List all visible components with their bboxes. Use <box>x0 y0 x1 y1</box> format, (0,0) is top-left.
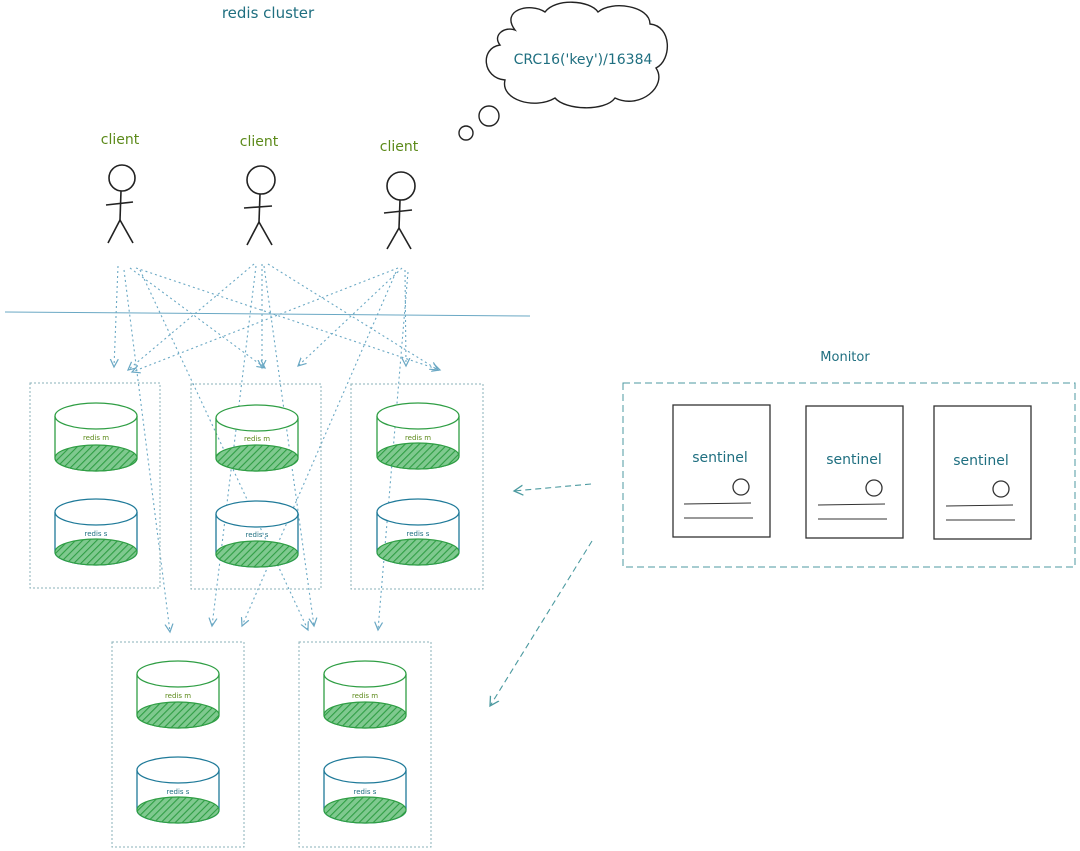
redis-master-icon: redis m <box>215 404 299 472</box>
redis-slave-label: redis s <box>85 530 108 538</box>
arrow <box>129 267 265 368</box>
monitor-group: Monitor sentinel sentinel sentinel <box>622 350 1076 568</box>
redis-master-icon: redis m <box>54 402 138 472</box>
diagram-title: redis cluster <box>222 4 315 22</box>
redis-master-label: redis m <box>244 435 270 443</box>
arrow <box>514 483 592 491</box>
sentinel-status-icon <box>992 480 1010 498</box>
arrow <box>405 269 406 366</box>
client-1: client <box>101 132 140 244</box>
arrow <box>135 267 440 370</box>
monitor-box <box>622 382 1076 568</box>
redis-slave-label: redis s <box>167 788 190 796</box>
redis-master-icon: redis m <box>376 402 460 470</box>
redis-slave-icon: redis s <box>54 498 138 566</box>
node-group-1: redis m redis s <box>29 382 161 589</box>
sentinel-status-icon <box>732 478 750 496</box>
sentinel-card-3: sentinel <box>933 405 1032 540</box>
arrow <box>298 267 403 366</box>
sentinel-label: sentinel <box>953 453 1009 469</box>
redis-slave-icon: redis s <box>215 500 299 568</box>
monitor-label: Monitor <box>820 350 870 365</box>
stick-figure-icon <box>105 164 136 244</box>
redis-master-label: redis m <box>83 434 109 442</box>
node-group-4: redis m redis s <box>111 641 245 848</box>
client-2: client <box>240 134 279 246</box>
network-boundary-line <box>4 311 531 317</box>
node-group-3: redis m redis s <box>350 383 484 590</box>
sentinel-status-icon <box>865 479 883 497</box>
redis-slave-icon: redis s <box>323 756 407 824</box>
redis-master-label: redis m <box>352 692 378 700</box>
redis-slave-label: redis s <box>407 530 430 538</box>
redis-master-icon: redis m <box>136 660 220 729</box>
sentinel-label: sentinel <box>826 452 882 468</box>
redis-master-label: redis m <box>405 434 431 442</box>
stick-figure-icon <box>243 165 276 246</box>
redis-slave-label: redis s <box>246 531 269 539</box>
sentinel-card-2: sentinel <box>805 405 904 539</box>
arrow <box>267 263 438 370</box>
client-label: client <box>101 132 140 148</box>
client-label: client <box>380 139 419 155</box>
node-group-5: redis m redis s <box>298 641 432 848</box>
redis-master-icon: redis m <box>323 660 407 729</box>
redis-slave-icon: redis s <box>376 498 460 566</box>
redis-slave-icon: redis s <box>136 756 220 824</box>
arrow <box>139 269 308 630</box>
arrow <box>123 269 170 632</box>
thought-cloud: CRC16('key')/16384 <box>458 1 669 141</box>
client-3: client <box>380 139 419 250</box>
hash-formula: CRC16('key')/16384 <box>514 52 653 68</box>
arrow <box>114 265 118 367</box>
node-group-2: redis m redis s <box>190 383 322 590</box>
redis-master-label: redis m <box>165 692 191 700</box>
stick-figure-icon <box>383 171 416 250</box>
sentinel-label: sentinel <box>692 450 748 466</box>
arrow <box>263 265 314 626</box>
client-label: client <box>240 134 279 150</box>
arrow <box>490 540 593 706</box>
redis-slave-label: redis s <box>354 788 377 796</box>
monitor-arrows <box>490 483 593 706</box>
sentinel-card-1: sentinel <box>672 404 771 538</box>
